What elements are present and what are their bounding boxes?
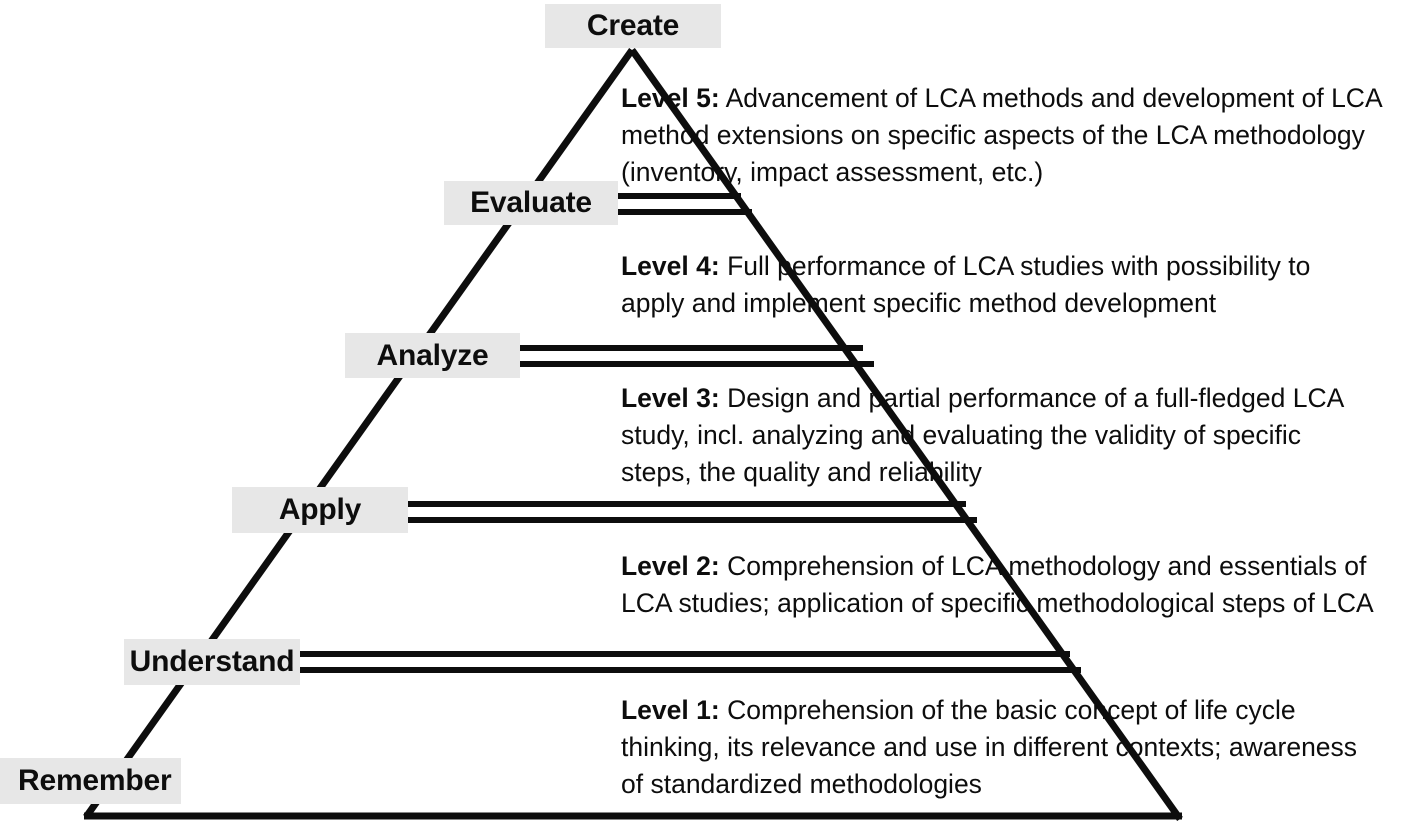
level-3-line-2: study, incl. analyzing and evaluating th… [621,420,1302,450]
level-description-1: Level 1: Comprehension of the basic conc… [621,692,1357,803]
level-5-line-2: method extensions on specific aspects of… [621,120,1365,150]
level-3-line-3: steps, the quality and reliability [621,457,982,487]
level-2-lead: Level 2: [621,551,720,581]
level-box-analyze-label: Analyze [376,338,489,372]
level-box-evaluate-label: Evaluate [470,186,592,219]
level-2-line-1: Comprehension of LCA methodology and ess… [719,551,1367,581]
level-1-line-1: Comprehension of the basic concept of li… [719,695,1296,725]
level-1-lead: Level 1: [621,695,720,725]
level-description-4: Level 4: Full performance of LCA studies… [621,248,1310,322]
level-5-line-1: Advancement of LCA methods and developme… [719,83,1383,113]
level-box-understand-label: Understand [129,645,295,678]
level-3-line-1: Design and partial performance of a full… [719,383,1345,413]
level-box-create-label: Create [586,9,680,42]
level-box-apply[interactable]: Apply [232,487,408,533]
level-1-line-3: of standardized methodologies [621,769,982,799]
level-box-remember-label: Remember [18,764,172,797]
level-3-lead: Level 3: [621,383,720,413]
level-5-lead: Level 5: [621,83,720,113]
level-4-line-2: apply and implement specific method deve… [621,288,1217,318]
pyramid-right-edge [629,47,1183,821]
level-box-apply-label: Apply [278,493,362,526]
level-description-3: Level 3: Design and partial performance … [621,380,1344,491]
level-box-evaluate[interactable]: Evaluate [444,181,618,225]
pyramid-left-edge [83,47,635,820]
level-description-2: Level 2: Comprehension of LCA methodolog… [621,548,1374,622]
level-box-remember[interactable]: Remember [0,758,181,804]
level-box-analyze[interactable]: Analyze [345,333,520,378]
level-5-line-3: (inventory, impact assessment, etc.) [621,157,1044,187]
level-4-lead: Level 4: [621,251,720,281]
level-box-create[interactable]: Create [545,4,721,48]
level-box-understand[interactable]: Understand [124,639,300,685]
level-4-line-1: Full performance of LCA studies with pos… [719,251,1311,281]
level-2-line-2: LCA studies; application of specific met… [621,588,1374,618]
level-1-line-2: thinking, its relevance and use in diffe… [621,732,1358,762]
level-description-5: Level 5: Advancement of LCA methods and … [621,80,1383,191]
